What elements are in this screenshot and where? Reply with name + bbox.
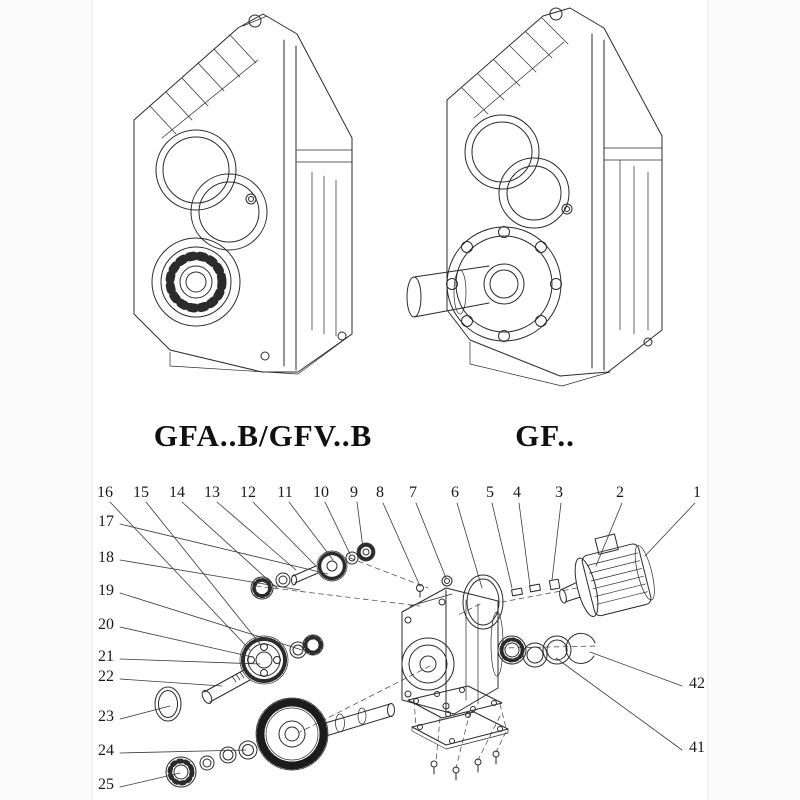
part-number-label: 7 [409,484,417,501]
cover-plates [407,685,509,781]
intermediate-gear-cluster [154,634,324,722]
part-number-label: 6 [451,484,459,501]
part-number-label: 41 [689,739,705,756]
snap-ring [565,632,596,664]
model-caption-right: GF.. [515,418,575,453]
output-gear-shaft-cluster [165,697,395,788]
part-number-label: 42 [689,675,705,692]
part-number-label: 19 [98,582,114,599]
housing [401,587,504,715]
page-margin-right [707,0,800,800]
part-number-label: 12 [240,484,256,501]
part-number-label: 16 [97,484,113,501]
part-number-label: 22 [98,668,114,685]
part-number-label: 11 [277,484,293,501]
part-number-label: 24 [98,742,114,759]
part-number-label: 17 [98,513,114,530]
part-number-label: 5 [486,484,494,501]
model-caption-left: GFA..B/GFV..B [153,418,373,453]
gearbox-left-drawing [133,13,353,375]
part-number-label: 10 [313,484,329,501]
page-margin-left [0,0,93,800]
assembly-axis-lines [255,557,599,769]
part-number-label: 4 [513,484,521,501]
leader-lines [109,501,696,788]
part-number-label: 2 [616,484,624,501]
part-number-label: 8 [376,484,384,501]
part-number-label: 23 [98,708,114,725]
part-number-label: 21 [98,648,114,665]
part-number-label: 15 [133,484,149,501]
part-number-label: 13 [204,484,220,501]
motor-fasteners [416,574,561,630]
part-number-label: 20 [98,616,114,633]
part-number-label: 25 [98,776,114,793]
cover-bolts [430,750,500,781]
output-ring-stack [497,632,596,668]
exploded-view [154,533,655,788]
motor [559,533,655,618]
input-shaft-cluster [250,542,376,600]
part-number-label: 18 [98,549,114,566]
part-number-label: 3 [555,484,563,501]
part-number-label: 1 [693,484,701,501]
part-number-label: 14 [169,484,185,501]
part-number-label: 9 [350,484,358,501]
gearbox-right-drawing [406,7,663,387]
